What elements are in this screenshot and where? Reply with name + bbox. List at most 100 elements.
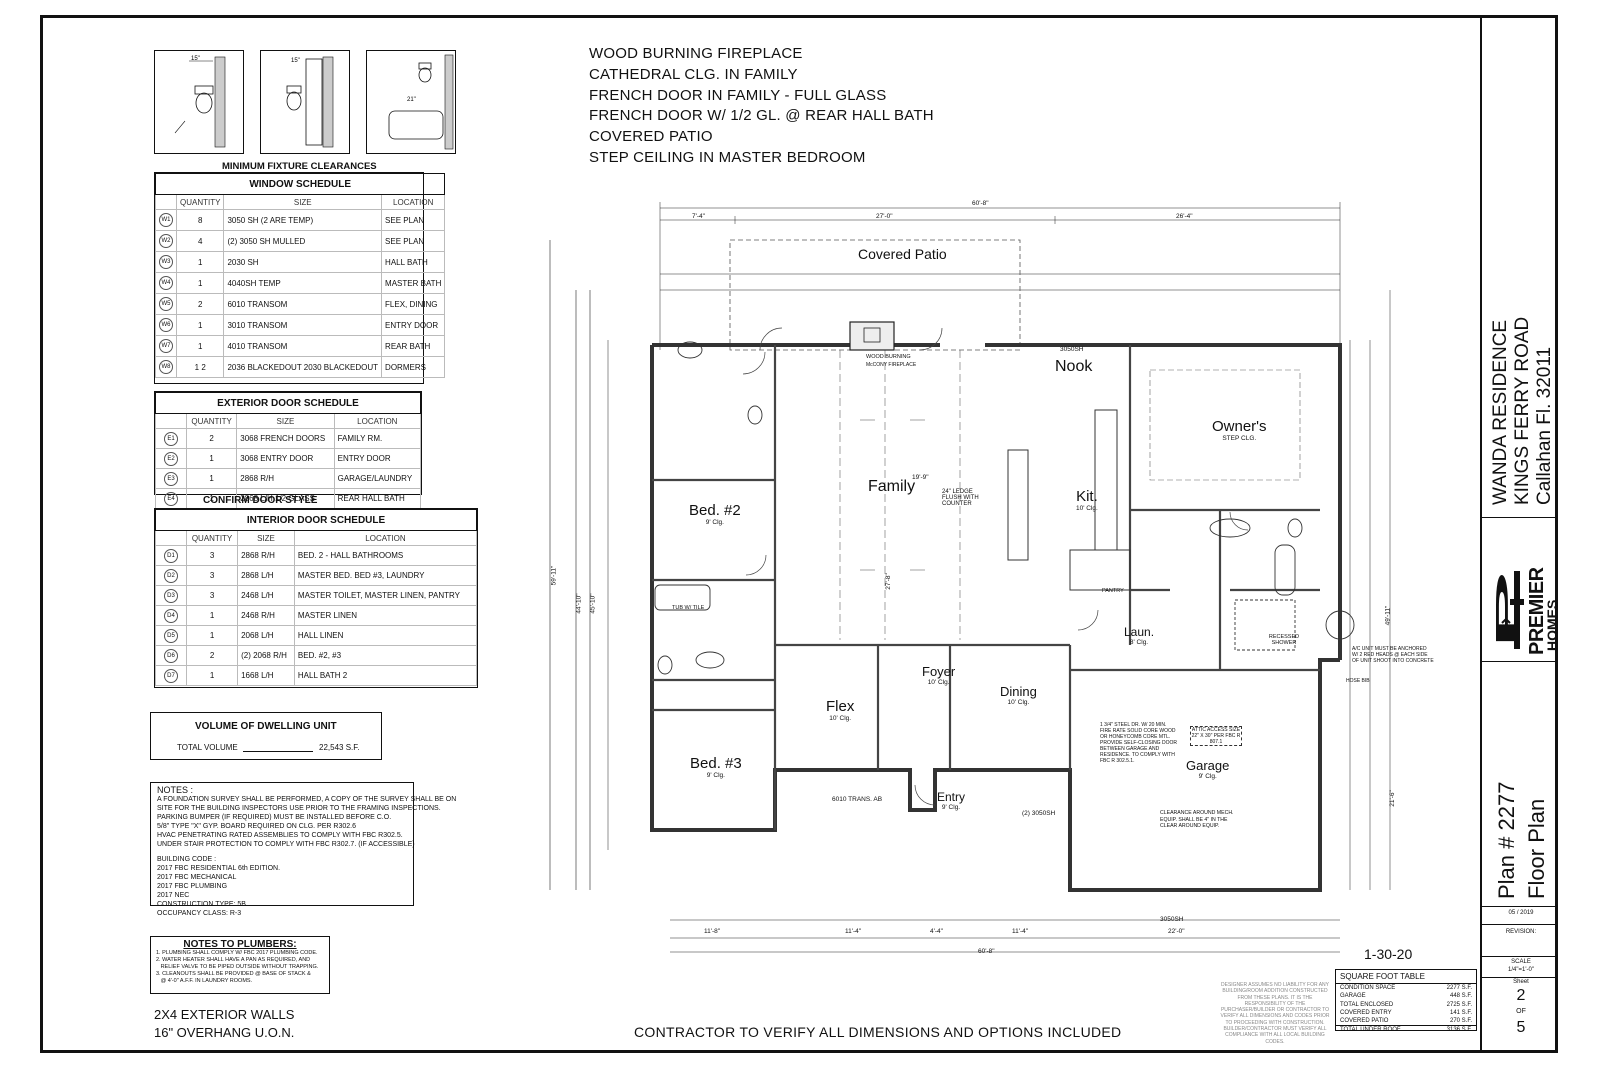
title-block: WANDA RESIDENCE KINGS FERRY ROAD Callaha… [1480, 15, 1560, 1053]
sqft-label: COVERED ENTRY [1340, 1009, 1392, 1016]
svg-text:21": 21" [407, 97, 416, 103]
room-garage-label: Garage [1186, 758, 1230, 773]
room-nook: Nook [1055, 358, 1093, 375]
sqft-value: 270 S.F. [1449, 1018, 1472, 1025]
label-recessed-shower: RECESSED SHOWER [1268, 634, 1300, 646]
schedule-location: MASTER BED. BED #3, LAUNDRY [293, 565, 478, 586]
note-line: 5/8" TYPE "X" GYP. BOARD REQUIRED ON CLG… [157, 823, 356, 830]
schedule-size: 4010 TRANSOM [223, 335, 383, 357]
schedule-qty: 8 [175, 209, 225, 231]
floor-plan [549, 202, 1391, 953]
interior-door-schedule: INTERIOR DOOR SCHEDULE QUANTITY SIZE LOC… [154, 508, 478, 688]
schedule-qty: 1 [175, 314, 225, 336]
schedule-size: 1668 L/H [237, 665, 295, 686]
room-bed2-label: Bed. #2 [689, 502, 741, 519]
schedule-qty: 1 [185, 665, 239, 686]
plumbers-lines: 1. PLUMBING SHALL COMPLY W/ FBC 2017 PLU… [156, 950, 324, 985]
dim-family-depth: 27'-8" [884, 573, 892, 590]
design-note: STEP CEILING IN MASTER BEDROOM [589, 148, 866, 166]
sheet-total: 5 [1516, 1019, 1526, 1036]
schedule-code: W5 [159, 297, 173, 311]
schedule-location: HALL BATH [381, 251, 446, 273]
sqft-value: 141 S.F. [1449, 1009, 1472, 1016]
room-entry-label: Entry [937, 790, 966, 804]
note-line: UNDER STAIR PROTECTION TO COMPLY WITH FB… [157, 841, 415, 848]
revision-label: REVISION: [1505, 929, 1537, 935]
schedule-location: HALL BATH 2 [293, 665, 478, 686]
schedule-size: 3068 ENTRY DOOR [236, 448, 335, 469]
schedule-code: D3 [164, 588, 178, 603]
col-location: LOCATION [333, 413, 422, 429]
schedule-size: 3010 TRANSOM [223, 314, 383, 336]
dim-left: 45'-10" [589, 593, 597, 614]
sqft-value: 3136 S.F. [1446, 1027, 1472, 1034]
wall-notes: 2X4 EXTERIOR WALLS 16" OVERHANG U.O.N. [154, 1006, 294, 1042]
note-line: OCCUPANCY CLASS: R-3 [157, 910, 242, 917]
plan-number: Plan # 2277 [1494, 781, 1519, 899]
design-notes: WOOD BURNING FIREPLACE CATHEDRAL CLG. IN… [589, 44, 934, 169]
sqft-title: SQUARE FOOT TABLE [1336, 970, 1476, 984]
schedule-qty: 1 [185, 605, 239, 626]
schedule-location: FAMILY RM. [333, 428, 422, 449]
notes-lines: A FOUNDATION SURVEY SHALL BE PERFORMED, … [157, 795, 456, 849]
sqft-label: COVERED PATIO [1340, 1018, 1389, 1025]
col-quantity: QUANTITY [185, 413, 238, 429]
schedule-size: (2) 3050 SH MULLED [223, 230, 383, 252]
room-dining-ceiling: 10' Clg. [1007, 699, 1030, 706]
schedule-code: D5 [164, 628, 178, 643]
schedule-size: 2468 L/H [237, 585, 295, 606]
wall-note: 2X4 EXTERIOR WALLS [154, 1007, 295, 1022]
schedule-qty: 2 [185, 428, 238, 449]
schedule-qty: 1 [185, 448, 238, 469]
note-line: 2. WATER HEATER SHALL HAVE A PAN AS REQU… [156, 957, 311, 963]
fixture-caption: MINIMUM FIXTURE CLEARANCES [222, 161, 377, 172]
schedule-qty: 1 [175, 335, 225, 357]
dim-left-total: 59'-11" [550, 565, 558, 586]
label-pantry: PANTRY [1102, 588, 1124, 594]
schedule-code: D7 [164, 668, 178, 683]
plumbers-box: NOTES TO PLUMBERS: 1. PLUMBING SHALL COM… [150, 936, 330, 994]
schedule-code: E4 [164, 491, 178, 506]
col-size: SIZE [237, 530, 295, 546]
code-lines: 2017 FBC RESIDENTIAL 6th EDITION.2017 FB… [157, 864, 407, 918]
label-ledge: 24" LEDGE FLUSH WITH COUNTER [942, 489, 979, 507]
schedule-qty: 1 [185, 468, 238, 489]
col-size: SIZE [236, 413, 335, 429]
schedule-code: W7 [159, 339, 173, 353]
sqft-label: GARAGE [1340, 993, 1366, 1000]
schedule-qty: 1 2 [175, 356, 225, 378]
volume-title: VOLUME OF DWELLING UNIT [195, 721, 337, 732]
note-line: RELIEF VALVE TO BE PIPED OUTSIDE WITHOUT… [156, 964, 319, 970]
dim-top: 26'-4" [1176, 213, 1193, 220]
schedule-location: REAR BATH [381, 335, 446, 357]
svg-text:15": 15" [291, 58, 300, 64]
plumbers-title: NOTES TO PLUMBERS: [183, 939, 297, 950]
schedule-location: ENTRY DOOR [381, 314, 446, 336]
sqft-value: 448 S.F. [1449, 993, 1472, 1000]
drawing-border [40, 15, 1558, 1053]
schedule-location: SEE PLAN [381, 230, 446, 252]
col-location: LOCATION [293, 530, 478, 546]
schedule-code: E3 [164, 471, 178, 486]
schedule-size: 2468 R/H [237, 605, 295, 626]
label-fireplace-2: McCONY FIREPLACE [866, 362, 917, 368]
room-kitchen: Kit.10' Clg. [1076, 488, 1098, 512]
room-laundry: Laun.8' Clg. [1124, 625, 1154, 646]
dim-bottom: 11'-4" [845, 928, 862, 935]
schedule-code: W1 [159, 213, 173, 227]
